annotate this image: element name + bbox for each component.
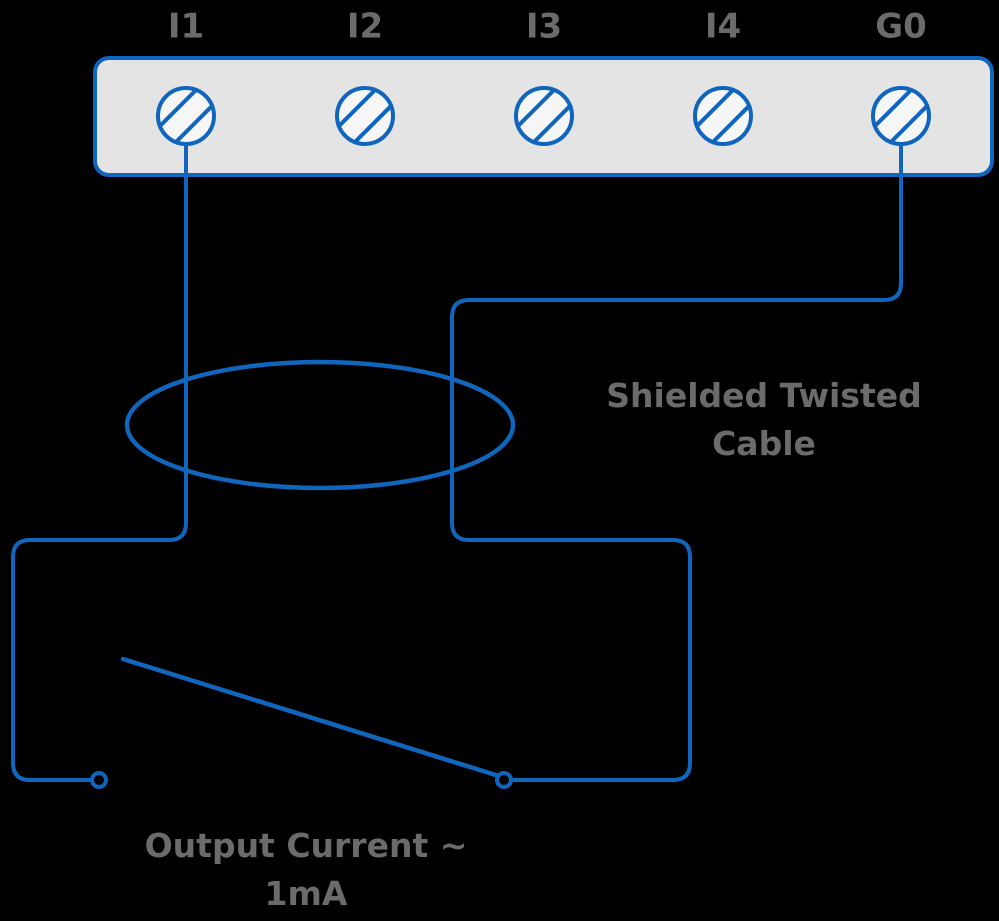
twisted-cable-loop: [124, 359, 516, 491]
screw-terminal-i1: [156, 86, 216, 146]
screw-slot-icon: [695, 88, 751, 144]
wire-g0-to-switch-right: [450, 142, 903, 782]
output-current-label-line-1: Output Current ~: [145, 826, 468, 865]
terminal-label-i4: I4: [705, 7, 741, 47]
screw-terminal-g0: [871, 86, 931, 146]
terminal-label-i3: I3: [526, 7, 562, 47]
screw-terminal-body: [514, 86, 574, 146]
screw-terminal-body: [693, 86, 753, 146]
wire-group: [11, 142, 903, 782]
screw-slot-icon: [337, 88, 393, 144]
terminal-label-g0: G0: [875, 7, 927, 47]
screw-slot-icon: [158, 88, 214, 144]
current-source-switch: [90, 656, 513, 789]
terminal-label-i1: I1: [168, 7, 204, 47]
screw-terminal-i4: [693, 86, 753, 146]
screw-terminal-body: [871, 86, 931, 146]
terminal-label-group: I1 I2 I3 I4 G0: [168, 7, 927, 47]
switch-blade: [120, 656, 502, 779]
screw-terminal-body: [335, 86, 395, 146]
terminal-label-i2: I2: [347, 7, 383, 47]
screw-slot-icon: [516, 88, 572, 144]
output-current-label-line-2: 1mA: [265, 874, 348, 913]
switch-terminal-left: [90, 771, 108, 789]
shielded-twisted-cable-label-line-1: Shielded Twisted: [606, 376, 921, 415]
switch-terminal-right: [495, 771, 513, 789]
output-current-label: Output Current ~ 1mA: [145, 826, 468, 913]
screw-terminal-i3: [514, 86, 574, 146]
shielded-twisted-cable-label-line-2: Cable: [712, 424, 816, 463]
screw-terminal-i2: [335, 86, 395, 146]
screw-slot-icon: [873, 88, 929, 144]
screw-terminal-body: [156, 86, 216, 146]
screw-terminal-group: [156, 86, 931, 146]
wire-i1-to-switch-left: [11, 142, 188, 782]
